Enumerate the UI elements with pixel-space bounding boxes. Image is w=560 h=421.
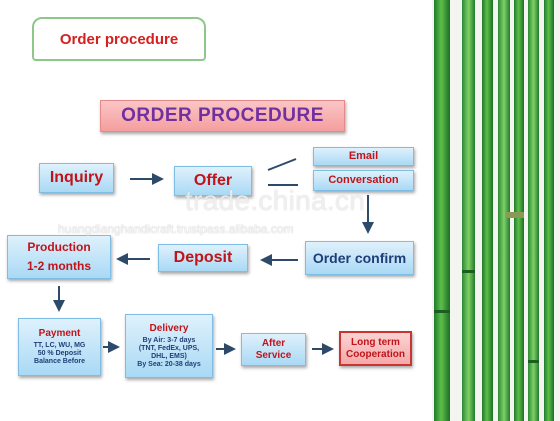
step-payment: Payment TT, LC, WU, MG 50 % Deposit Bala… <box>18 318 101 376</box>
step-email-label: Email <box>348 150 379 163</box>
step-after-service: After Service <box>241 333 306 366</box>
step-deposit: Deposit <box>158 244 248 272</box>
step-conversation: Conversation <box>313 170 414 191</box>
step-delivery-line3: DHL, EMS) <box>151 352 187 360</box>
diagram-banner: ORDER PROCEDURE <box>100 100 345 132</box>
step-delivery-line4: By Sea: 20-38 days <box>137 360 201 368</box>
step-payment-line3: Balance Before <box>34 357 85 365</box>
step-long-term: Long term Cooperation <box>339 331 412 366</box>
step-inquiry-label: Inquiry <box>49 168 104 186</box>
step-production-line1: Production <box>27 239 91 254</box>
step-inquiry: Inquiry <box>39 163 114 193</box>
step-long-term-line1: Long term <box>351 337 400 348</box>
step-payment-line2: 50 % Deposit <box>37 349 82 357</box>
step-payment-title: Payment <box>38 328 81 340</box>
step-delivery-title: Delivery <box>149 323 189 335</box>
step-after-service-line2: Service <box>255 349 292 361</box>
step-delivery: Delivery By Air: 3-7 days (TNT, FedEx, U… <box>125 314 213 378</box>
bamboo-photo <box>432 0 560 421</box>
step-offer-label: Offer <box>193 171 233 189</box>
step-offer: Offer <box>174 166 252 196</box>
step-production: Production 1-2 months <box>7 235 111 279</box>
step-production-line2: 1-2 months <box>26 258 91 273</box>
watermark: trade.china.cn <box>185 185 366 216</box>
watermark-url: huangdianghandicraft.trustpass.alibaba.c… <box>58 222 294 236</box>
step-conversation-label: Conversation <box>328 174 399 187</box>
step-delivery-line1: By Air: 3-7 days <box>142 336 196 344</box>
step-after-service-line1: After <box>261 338 286 349</box>
step-email: Email <box>313 147 414 166</box>
step-delivery-line2: (TNT, FedEx, UPS, <box>138 344 200 352</box>
section-title: Order procedure <box>32 17 206 61</box>
bamboo-illustration <box>432 0 560 421</box>
step-deposit-label: Deposit <box>173 248 233 266</box>
step-long-term-line2: Cooperation <box>346 348 405 360</box>
step-payment-line1: TT, LC, WU, MG <box>33 341 86 349</box>
step-order-confirm: Order confirm <box>305 241 414 275</box>
step-order-confirm-label: Order confirm <box>312 249 407 266</box>
